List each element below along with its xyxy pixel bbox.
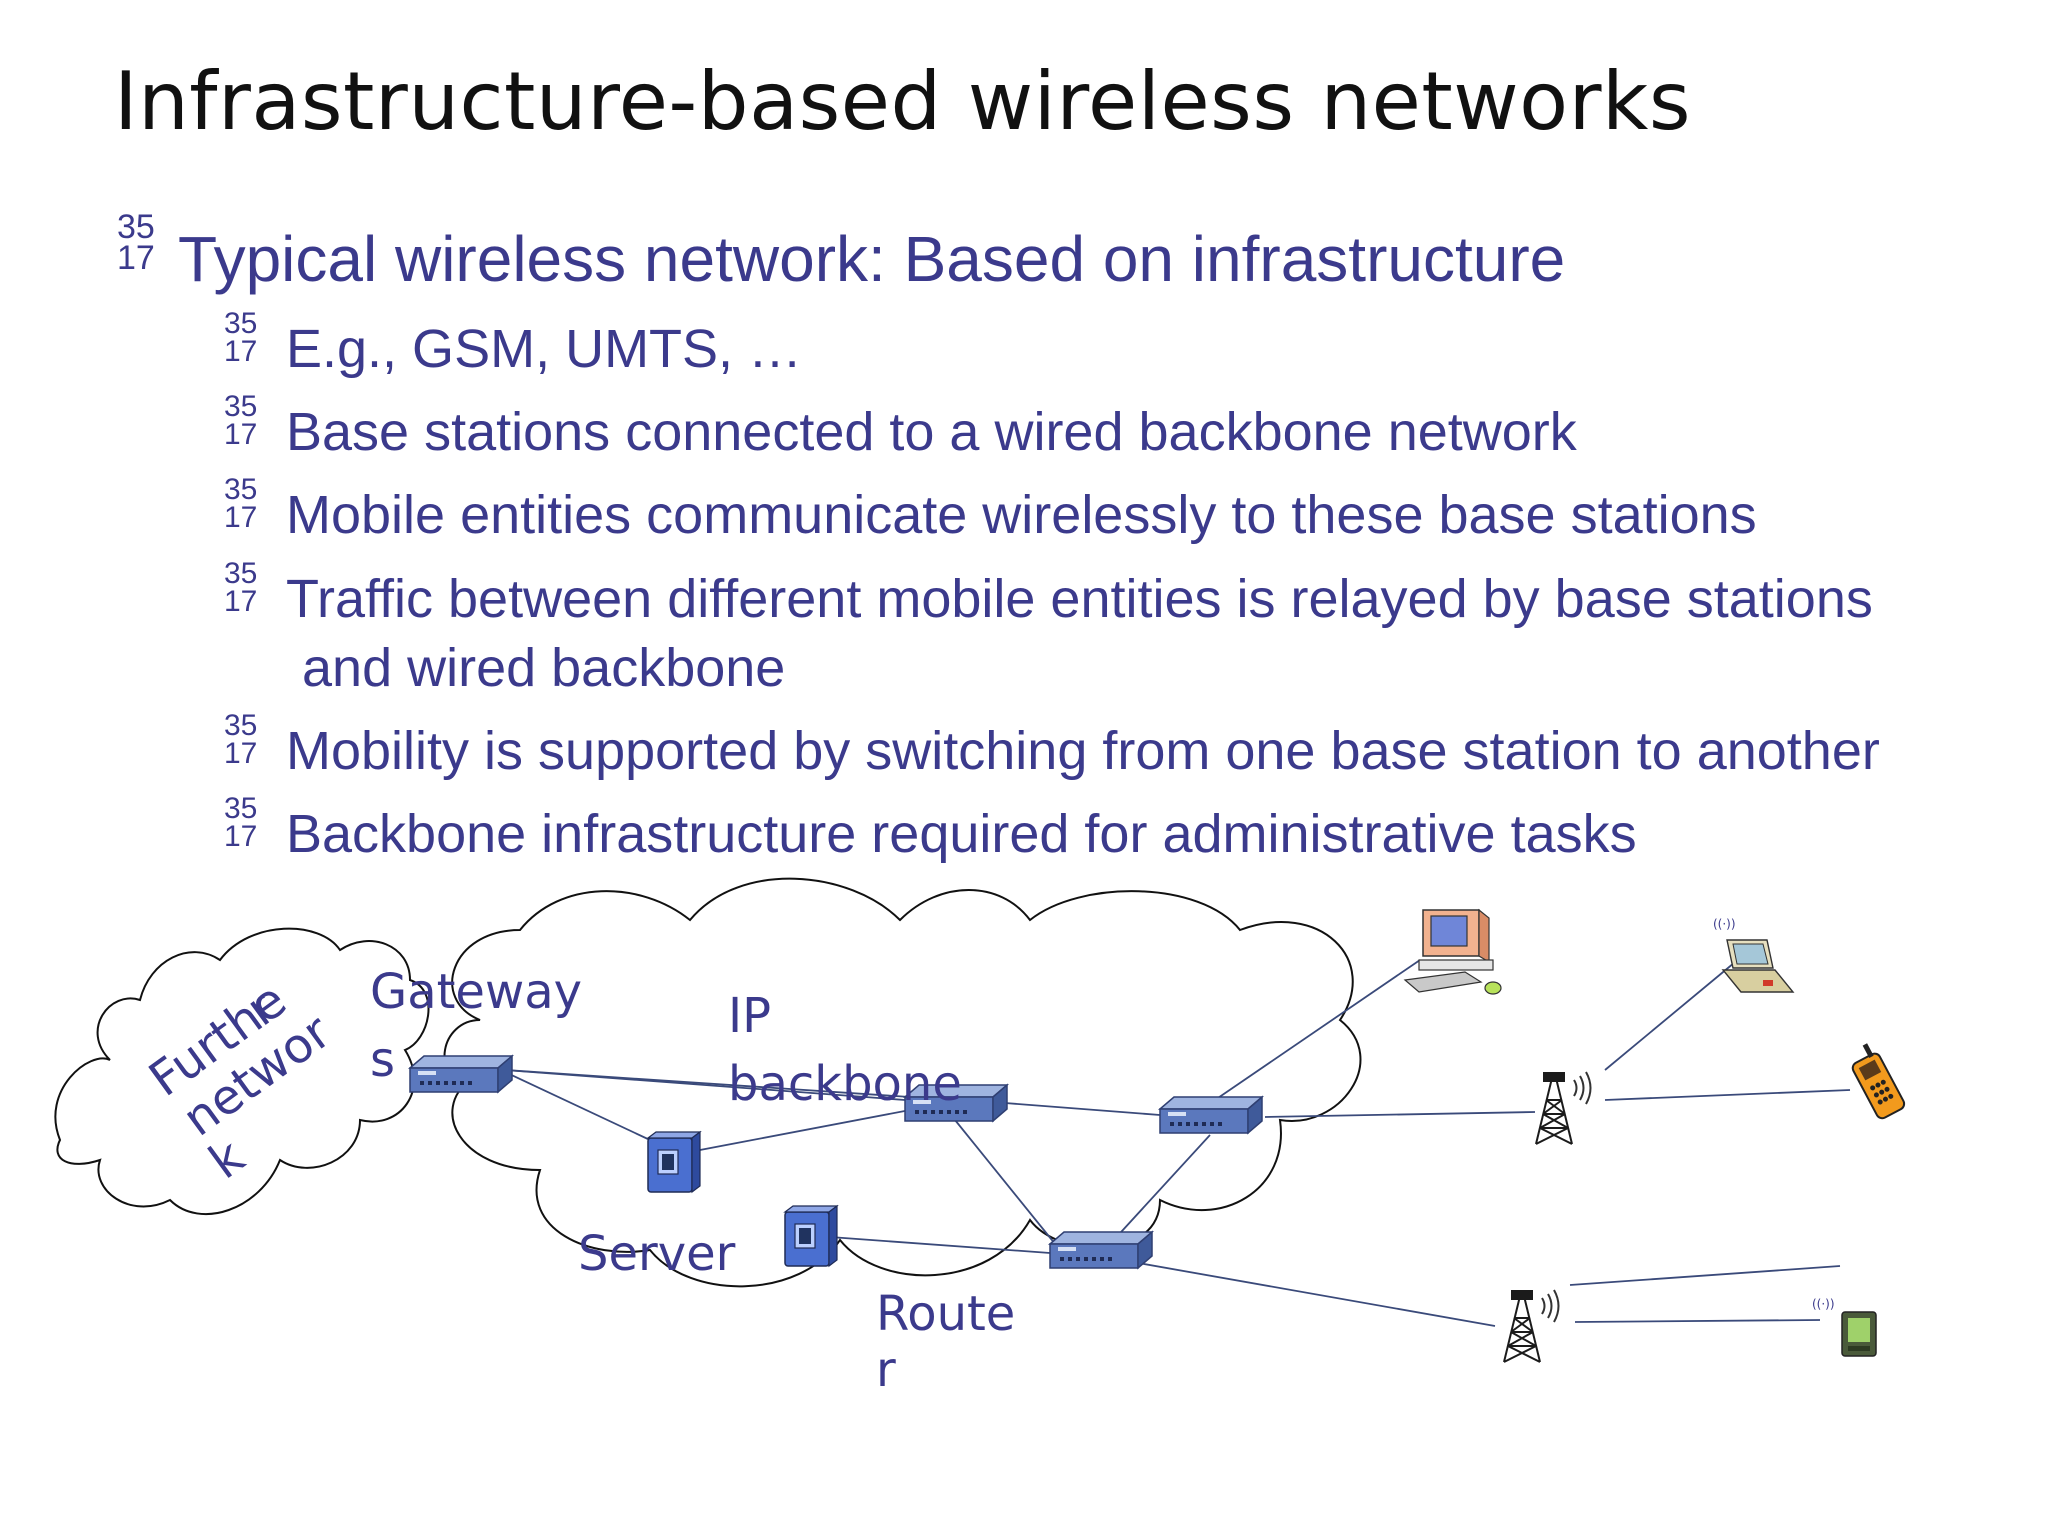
gateway-router-icon [409,1055,513,1093]
main-bullet: Typical wireless network: Based on infra… [178,223,1566,295]
ip-backbone-label: IP [728,988,771,1044]
further-network-cloud [54,927,430,1216]
ip-backbone-label: backbone [728,1056,962,1112]
network-links [504,957,1851,1327]
gateways-label: s [370,1032,395,1088]
sub-bullet-mobility: Mobility is supported by switching from … [286,721,1880,781]
server-icon [784,1205,838,1267]
gateways-label: Gateway [370,964,582,1020]
router-label: r [876,1342,896,1398]
base-station-tower-icon [1535,1071,1592,1145]
server-icon [647,1131,701,1193]
laptop-icon: ((·)) [1713,917,1795,993]
pda-icon: ((·)) [1812,1297,1877,1357]
sub-bullet-mobile-entities: Mobile entities communicate wirelessly t… [286,485,1757,545]
router-label: Route [876,1286,1015,1342]
slide-title: Infrastructure-based wireless networks [114,55,1692,148]
sub-bullet-examples: E.g., GSM, UMTS, … [286,319,803,379]
mobile-phone-icon [1851,1043,1906,1120]
svg-text:((·)): ((·)) [1812,1297,1835,1311]
server-label: Server [578,1226,736,1282]
svg-text:((·)): ((·)) [1713,917,1736,931]
router-icon [1049,1231,1153,1269]
base-station-tower-icon [1503,1289,1560,1363]
sub-bullet-traffic: Traffic between different mobile entitie… [286,569,1873,629]
desktop-computer-icon [1403,908,1502,995]
backbone-router-icon [1159,1096,1263,1134]
sub-bullet-admin: Backbone infrastructure required for adm… [286,804,1637,864]
sub-bullet-base-stations: Base stations connected to a wired backb… [286,402,1577,462]
sub-bullet-traffic-continued: and wired backbone [302,638,786,698]
